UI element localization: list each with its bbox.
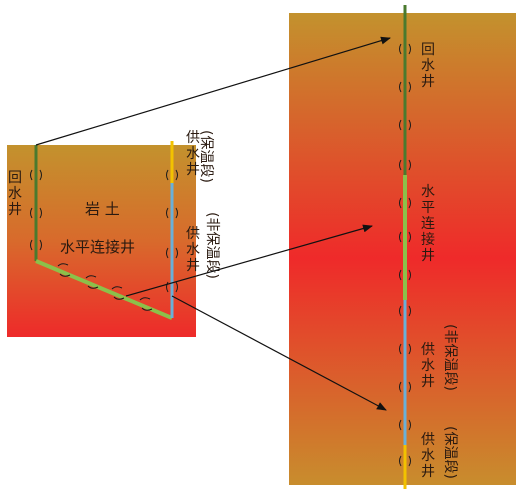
- right-return-well-label: 回 水井: [421, 42, 439, 90]
- left-horizontal-pipe: [35, 259, 173, 320]
- left-return-well-label: 回 水井: [8, 170, 26, 218]
- left-panel: 回 水井 岩 土 水平连接井 (保温段) 供 水井 (非保温段) 供 水井: [7, 130, 220, 337]
- vertical-char: 连: [421, 216, 435, 232]
- left-horizontal-spacers: [57, 263, 153, 311]
- vertical-char: 井: [8, 202, 22, 218]
- right-insulated-label: (保温段): [442, 426, 458, 479]
- vertical-char: 水: [421, 58, 435, 74]
- left-soil-block: [7, 145, 196, 337]
- vertical-char: 井: [421, 464, 435, 480]
- left-supply-spacers: [166, 169, 178, 293]
- vertical-char: 井: [421, 74, 435, 90]
- left-rock-soil-label: 岩 土: [85, 200, 120, 218]
- left-non-insulated-label: (非保温段): [204, 212, 220, 279]
- left-insulated-label: (保温段): [198, 130, 214, 183]
- right-supply-well-label-upper: 供 水井: [421, 342, 439, 390]
- right-soil-block: [289, 13, 516, 485]
- arrow-horizontal: [125, 224, 373, 297]
- vertical-char: 水: [8, 186, 22, 202]
- vertical-char: 井: [421, 248, 435, 264]
- vertical-char: 水: [186, 146, 200, 162]
- vertical-char: 水: [186, 242, 200, 258]
- right-spacers: [399, 43, 411, 467]
- right-non-insulated-label: (非保温段): [442, 324, 458, 391]
- vertical-char: 接: [421, 231, 435, 248]
- left-supply-well-label-upper: 供 水井: [186, 130, 204, 178]
- right-supply-well-label-lower: 供 水井: [421, 432, 439, 480]
- vertical-char: 水: [421, 358, 435, 374]
- left-supply-well-label-lower: 供 水井: [186, 226, 204, 274]
- vertical-char: 水: [421, 448, 435, 464]
- vertical-char: 井: [186, 162, 200, 178]
- left-return-spacers: [30, 169, 42, 251]
- right-horizontal-link-label: 水 平连接井: [421, 184, 439, 264]
- connector-arrows: [35, 36, 391, 411]
- vertical-char: 平: [421, 200, 435, 216]
- arrow-return-top: [35, 36, 391, 146]
- vertical-char: 井: [186, 258, 200, 274]
- right-panel: 回 水井 水 平连接井 (非保温段) 供 水井 (保温段) 供 水井: [289, 5, 516, 489]
- left-horizontal-link-label: 水平连接井: [60, 238, 135, 256]
- vertical-char: 井: [421, 374, 435, 390]
- arrow-supply-bottom: [171, 295, 387, 411]
